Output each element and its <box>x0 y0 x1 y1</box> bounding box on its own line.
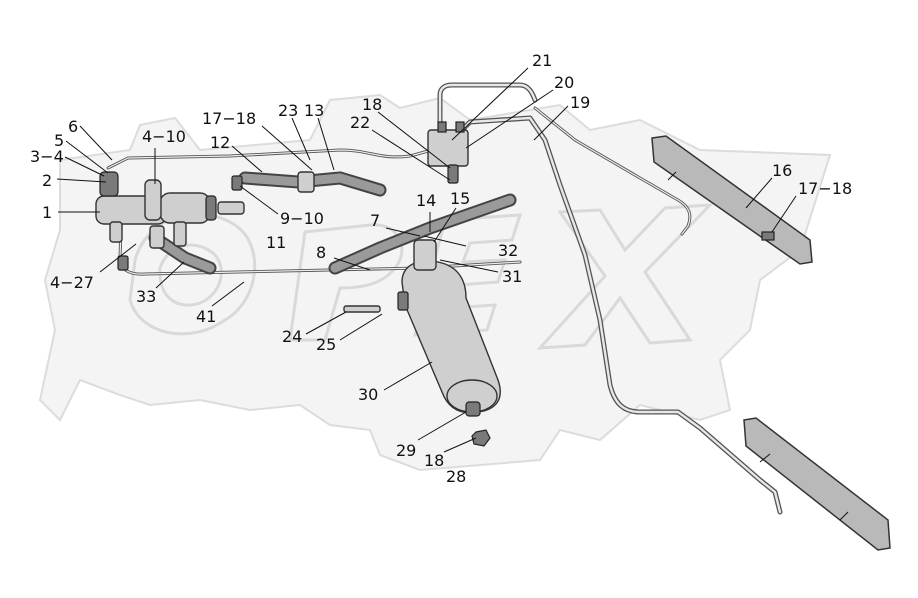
callout-1: 1 <box>42 203 52 222</box>
callout-29: 29 <box>396 441 416 460</box>
callout-17-18-right: 17−18 <box>798 179 852 198</box>
air-tank-30 <box>343 239 501 447</box>
callout-20: 20 <box>554 73 574 92</box>
callout-12: 12 <box>210 133 230 152</box>
callout-5: 5 <box>54 131 64 150</box>
callout-15: 15 <box>450 189 470 208</box>
callout-9-10: 9−10 <box>280 209 324 228</box>
callout-30: 30 <box>358 385 378 404</box>
leader-lines <box>56 67 797 453</box>
callout-21: 21 <box>532 51 552 70</box>
callout-4-10: 4−10 <box>142 127 186 146</box>
callout-16: 16 <box>772 161 792 180</box>
callout-33: 33 <box>136 287 156 306</box>
callout-19: 19 <box>570 93 590 112</box>
callout-13: 13 <box>304 101 324 120</box>
callout-32: 32 <box>498 241 518 260</box>
callout-31: 31 <box>502 267 522 286</box>
callout-41: 41 <box>196 307 216 326</box>
callout-6: 6 <box>68 117 78 136</box>
callout-28: 28 <box>446 467 466 486</box>
callout-2: 2 <box>42 171 52 190</box>
callout-22: 22 <box>350 113 370 132</box>
plate-lower <box>743 417 891 551</box>
callout-23: 23 <box>278 101 298 120</box>
valve-block-21 <box>427 121 469 184</box>
callouts: 1 2 3−4 5 6 4−10 12 17−18 23 13 18 22 21… <box>30 51 852 486</box>
callout-8: 8 <box>316 243 326 262</box>
callout-4-27: 4−27 <box>50 273 94 292</box>
callout-18-bottom: 18 <box>424 451 444 470</box>
callout-11: 11 <box>266 233 286 252</box>
block-body <box>427 129 469 167</box>
brake-lines <box>106 82 783 515</box>
brake-valve-assembly <box>95 171 315 271</box>
callout-17-18-left: 17−18 <box>202 109 256 128</box>
valve-cylinder <box>159 192 211 224</box>
callout-14: 14 <box>416 191 436 210</box>
callout-25: 25 <box>316 335 336 354</box>
callout-3-4: 3−4 <box>30 147 64 166</box>
hoses <box>148 171 517 275</box>
callout-7: 7 <box>370 211 380 230</box>
callout-18-top: 18 <box>362 95 382 114</box>
callout-24: 24 <box>282 327 302 346</box>
